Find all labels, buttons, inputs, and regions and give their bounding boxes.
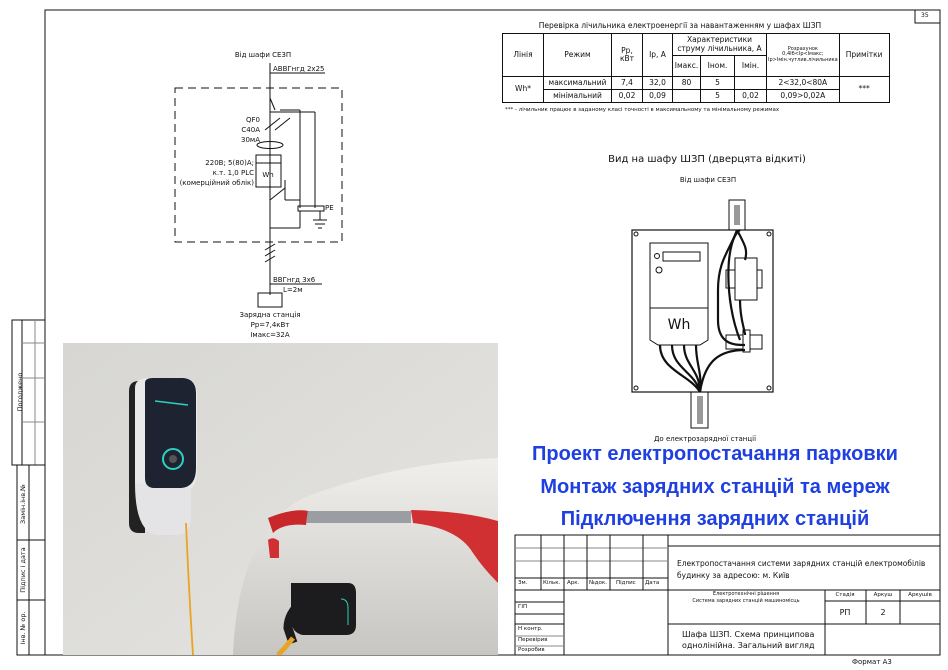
col-sheet: Арк. [567,580,580,586]
pe-label: PE [325,204,334,212]
stage-value: РП [839,608,851,617]
title-block [514,534,941,656]
inventory-label: Інв. № ор. [19,611,27,645]
header-inom: Іном. [700,55,735,77]
table-footnote: *** - лічильник працює в заданому класі … [505,107,780,113]
cell-ip: 32,0 [642,76,673,90]
header-calc: Розрахунок 0,4Іб<Ір<Імакс; Ір>Імін.чутли… [766,33,840,77]
cabinet-meter-label: Wh [667,317,691,333]
breaker-label-2: C40A [241,126,260,134]
table-row: Wh* максимальний 7,4 32,0 80 5 2<32,0<80… [502,76,890,103]
header-notes: Примітки [838,33,890,77]
output-length-label: L=2м [283,286,303,294]
headline-3: Підключення зарядних станцій [560,508,870,530]
drawing-title-1: Шафа ШЗП. Схема принципова [682,630,815,639]
project-title-1: Електропостачання системи зарядних станц… [677,559,926,568]
charging-station-symbol [257,292,283,308]
load-label-1: Зарядна станція [239,311,301,319]
col-date: Дата [645,580,660,586]
header-imin: Імін. [734,55,767,77]
header-line: Лінія [502,33,544,77]
meter-spec-2: к.т. 1,0 PLC [212,169,254,177]
notes-value: *** [838,76,890,103]
terminal-block [742,329,751,353]
check-table-title: Перевірка лічильника електроенергії за н… [538,21,822,30]
meter-symbol-label: Wh [262,171,274,179]
cabinet-top-label: Від шафи СЕЗП [679,176,737,184]
meter-body [649,242,709,346]
project-title-2: будинку за адресою: м. Київ [677,571,790,580]
col-signature: Підпис [616,580,636,586]
sheet-label: Аркуш [873,592,893,598]
header-pp: Рр, кВт [611,33,643,77]
pe-bus [297,205,325,212]
meter-spec-1: 220В; 5(80)А; [205,159,254,167]
header-imax: Імакс. [672,55,701,77]
table-row: мінімальний 0,02 0,09 5 0,02 0,09>0,02А [503,89,890,103]
breaker [734,257,758,301]
headline-2: Монтаж зарядних станцій та мереж [540,476,890,498]
col-zm: Зм. [518,580,528,586]
cabinet-view-title: Вид на шафу ШЗП (дверцята відкиті) [608,154,806,165]
load-label-3: Імакс=32А [250,331,290,339]
header-mode: Режим [543,33,612,77]
headline-1: Проект електропостачання парковки [532,443,898,465]
approved-label: Погоджено [16,372,24,412]
cabinet-bottom-label: До електрозарядної станції [653,435,757,443]
source-label: Від шафи СЕЗП [234,51,292,59]
header-ip: Ір, А [642,33,673,77]
drawing-title-2: однолінійна. Загальний вигляд [682,641,815,650]
section-title-2: Система зарядних станцій машиномісць [692,598,800,604]
sheet-number-box [914,9,941,24]
cell-inom: 5 [700,76,735,90]
sheet-number: 35 [921,12,929,19]
sheet-value: 2 [880,608,886,617]
role-developed: Розробив [518,647,545,653]
sheets-label: Аркушів [908,592,932,598]
replaced-label: Замін.інв.№ [19,484,27,524]
cell-calc: 2<32,0<80А [766,76,840,90]
breaker-label-3: 30мА [241,136,260,144]
signature-label: Підпис і дата [19,547,27,593]
cell-imax [672,89,701,103]
load-label-2: Рр=7,4кВт [250,321,290,329]
col-doc: №док. [589,580,607,586]
cell-imin [734,76,767,90]
cell-ip: 0,09 [642,89,673,103]
breaker-label-1: QF0 [246,116,260,124]
meter-spec-3: (комерційний облік) [179,179,254,187]
meter-check-table: Лінія Режим Рр, кВт Ір, А Характеристики… [502,33,890,103]
cell-pp: 0,02 [611,89,643,103]
section-title-1: Електротехнічні рішення [712,591,780,597]
input-cable-label: АВВГнгд 2х25 [273,65,325,73]
line-name: Wh* [502,76,544,103]
cell-calc: 0,09>0,02А [766,89,840,103]
output-cable-label: ВВГнгд 3х6 [273,276,316,284]
cabinet-view-drawing [631,199,774,429]
cell-imax: 80 [672,76,701,90]
cell-mode: максимальний [543,76,612,90]
charging-station-photo [63,343,498,655]
cell-imin: 0,02 [734,89,767,103]
cell-pp: 7,4 [611,76,643,90]
role-checked: Перевірив [518,637,548,643]
header-meter-char: Характеристики струму лічильника, А [672,33,767,56]
single-line-schematic [174,63,343,308]
cell-mode: мінімальний [543,89,612,103]
role-norm-control: Н контр. [518,626,543,632]
role-gip: ГІП [518,604,528,610]
meter-symbol [255,154,282,188]
col-qty: Кільк. [543,580,561,586]
cell-inom: 5 [700,89,735,103]
stage-label: Стадія [835,592,855,598]
paper-format: Формат А3 [852,658,892,666]
